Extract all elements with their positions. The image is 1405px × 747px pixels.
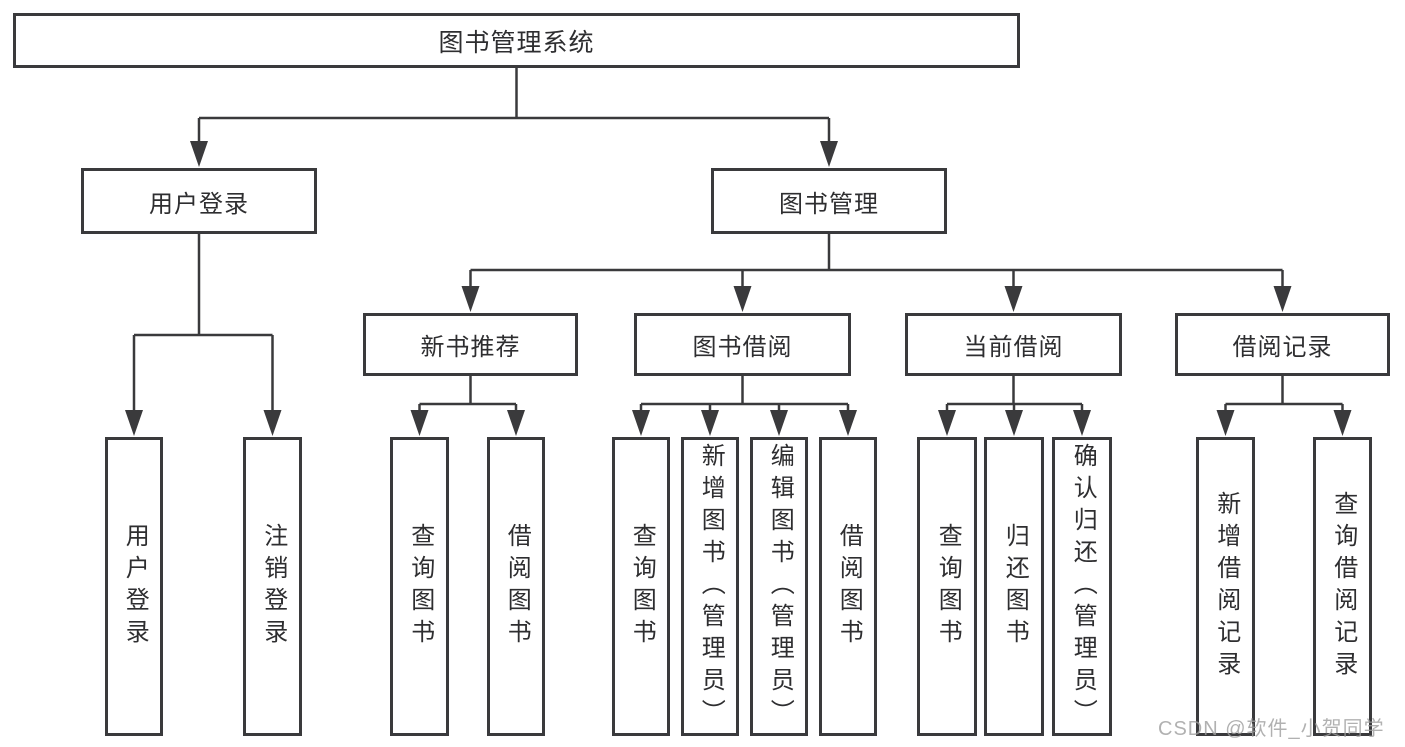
node-confirm-return-admin-label: 确认归还（管理员） — [1069, 442, 1097, 731]
node-confirm-return-admin: 确认归还（管理员） — [1052, 437, 1112, 736]
node-edit-book-admin: 编辑图书（管理员） — [750, 437, 808, 736]
node-borrow-books-recommend-label: 借阅图书 — [503, 522, 531, 651]
node-logout-label: 注销登录 — [259, 522, 287, 651]
node-user-login: 用户登录 — [105, 437, 163, 736]
node-new-book-recommend-label: 新书推荐 — [420, 334, 521, 361]
csdn-watermark: CSDN @软件_小贺同学 — [1158, 718, 1385, 740]
node-borrow-books-label: 借阅图书 — [835, 522, 863, 651]
node-edit-book-admin-label: 编辑图书（管理员） — [766, 442, 794, 731]
node-library-system-label: 图书管理系统 — [438, 28, 595, 57]
node-query-borrow-record: 查询借阅记录 — [1313, 437, 1372, 736]
arrowheads — [125, 141, 1352, 436]
node-current-borrowing: 当前借阅 — [905, 313, 1122, 376]
node-return-book-label: 归还图书 — [1001, 522, 1029, 651]
node-library-system: 图书管理系统 — [13, 13, 1020, 68]
node-query-books-borrowing: 查询图书 — [612, 437, 670, 736]
node-query-books-borrowing-label: 查询图书 — [628, 522, 656, 651]
node-book-borrowing: 图书借阅 — [634, 313, 851, 376]
node-borrowing-records: 借阅记录 — [1175, 313, 1390, 376]
node-query-books-recommend-label: 查询图书 — [406, 522, 434, 651]
node-logout: 注销登录 — [243, 437, 302, 736]
tree-edges — [132, 68, 1344, 431]
node-borrow-books: 借阅图书 — [819, 437, 877, 736]
node-query-books-current-label: 查询图书 — [934, 522, 962, 651]
node-book-borrowing-label: 图书借阅 — [692, 334, 793, 361]
node-user-login-label: 用户登录 — [121, 522, 149, 651]
node-add-book-admin-label: 新增图书（管理员） — [697, 442, 725, 731]
node-user-login-branch: 用户登录 — [81, 168, 317, 234]
node-query-books-current: 查询图书 — [917, 437, 977, 736]
node-query-borrow-record-label: 查询借阅记录 — [1329, 490, 1357, 683]
node-add-borrow-record-label: 新增借阅记录 — [1212, 490, 1240, 683]
node-new-book-recommend: 新书推荐 — [363, 313, 578, 376]
node-borrowing-records-label: 借阅记录 — [1232, 334, 1333, 361]
node-borrow-books-recommend: 借阅图书 — [487, 437, 545, 736]
node-current-borrowing-label: 当前借阅 — [963, 334, 1064, 361]
node-query-books-recommend: 查询图书 — [390, 437, 449, 736]
node-return-book: 归还图书 — [984, 437, 1044, 736]
node-book-management-label: 图书管理 — [779, 190, 879, 218]
node-user-login-branch-label: 用户登录 — [149, 190, 249, 218]
node-add-book-admin: 新增图书（管理员） — [681, 437, 739, 736]
node-add-borrow-record: 新增借阅记录 — [1196, 437, 1255, 736]
node-book-management: 图书管理 — [711, 168, 947, 234]
